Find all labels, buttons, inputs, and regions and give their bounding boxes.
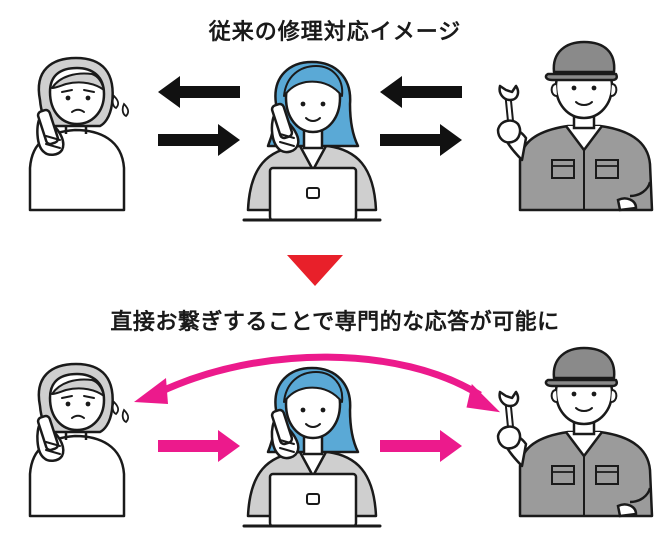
call-center-operator-icon [242, 60, 382, 222]
call-center-operator-icon [242, 366, 382, 528]
direct-flow [28, 348, 652, 528]
mechanic-with-wrench-icon [498, 348, 652, 516]
arrow-operator-to-mechanic [380, 124, 462, 156]
mechanic-with-wrench-icon [498, 42, 652, 210]
arrow-operator-to-customer [158, 76, 240, 108]
arrow-mechanic-to-operator [380, 76, 462, 108]
customer-on-phone-icon [28, 56, 130, 212]
traditional-flow-title: 従来の修理対応イメージ [208, 20, 462, 45]
direct-connection-curved-arrow [134, 353, 501, 413]
arrow-operator-to-mechanic-direct [380, 430, 462, 462]
traditional-flow [28, 42, 652, 222]
arrow-customer-to-operator-direct [158, 430, 240, 462]
arrow-customer-to-operator [158, 124, 240, 156]
transition-down-triangle-icon [287, 255, 343, 286]
customer-on-phone-icon [28, 362, 130, 518]
direct-flow-title: 直接お繋ぎすることで専門的な応答が可能に [110, 310, 560, 335]
